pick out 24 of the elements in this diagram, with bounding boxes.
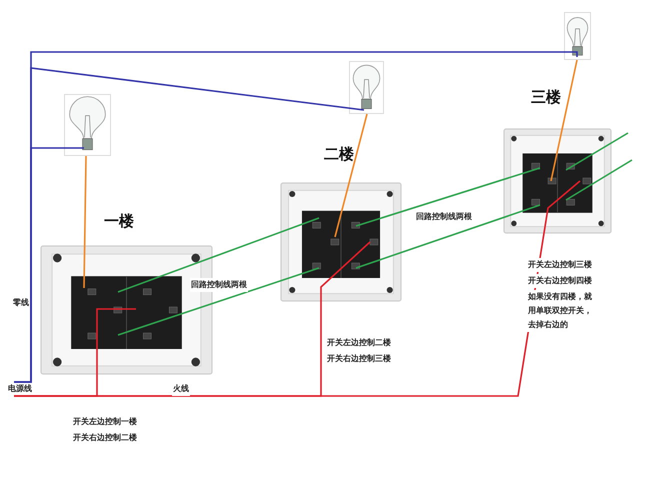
wire <box>566 159 632 201</box>
wall-switch-drawing <box>503 128 612 234</box>
floor-label: 一楼 <box>103 212 135 230</box>
wall-switch-drawing <box>280 182 402 302</box>
wire <box>566 132 628 171</box>
wire <box>14 180 581 397</box>
floor-label: 二楼 <box>323 145 355 163</box>
wire <box>334 114 368 238</box>
wire-label: 火线 <box>172 382 190 396</box>
wire <box>356 204 540 269</box>
wire <box>118 217 320 293</box>
wire-label: 电源线 <box>8 382 32 396</box>
wire <box>356 167 540 227</box>
light-bulb-drawing <box>564 12 591 60</box>
wire <box>118 267 320 336</box>
switch-note: 开关左边控制三楼 <box>527 258 593 272</box>
wire <box>550 60 578 182</box>
wire <box>14 51 578 383</box>
light-bulb-drawing <box>349 61 384 114</box>
wire <box>83 156 87 288</box>
light-bulb-drawing <box>64 94 111 156</box>
wire-note: 回路控制线两根 <box>190 278 248 292</box>
switch-note: 开关右边控制四楼 <box>527 274 593 288</box>
floor-label: 三楼 <box>530 88 562 106</box>
